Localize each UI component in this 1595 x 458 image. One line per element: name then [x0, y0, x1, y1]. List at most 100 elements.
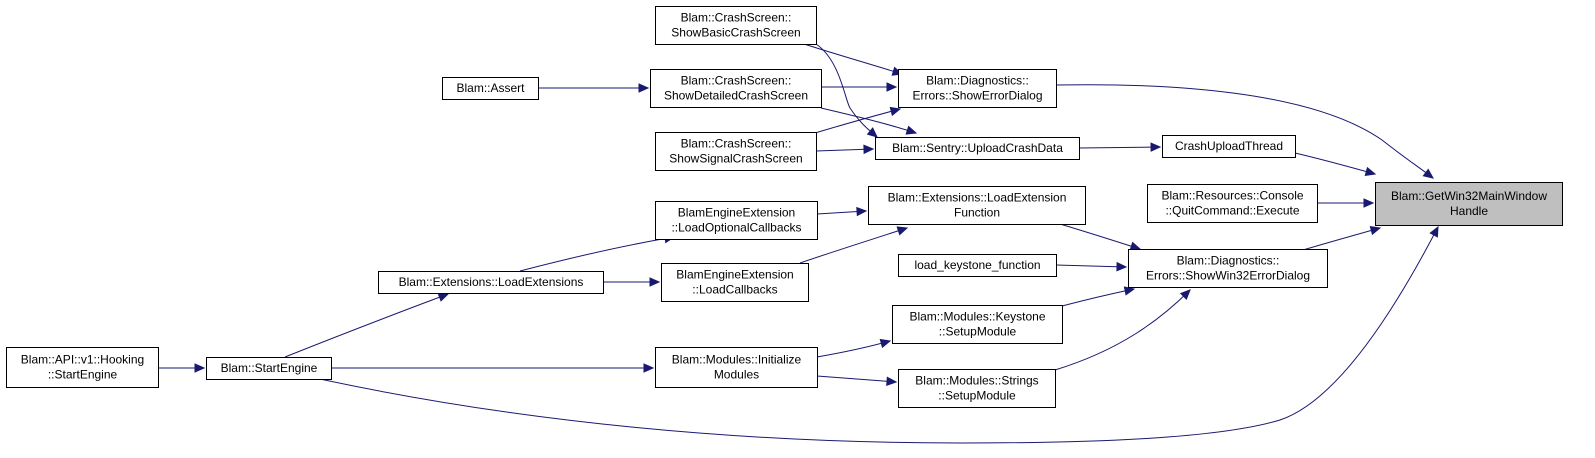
edge-startEngine-to-root	[319, 225, 1439, 444]
edge-showSignal-to-showErrorDialog	[814, 106, 902, 134]
edge-showErrorDialog-to-root	[1055, 84, 1434, 179]
node-assert[interactable]: Blam::Assert	[442, 77, 539, 100]
arrowhead-icon	[863, 144, 875, 155]
node-label: load_keystone_function	[914, 258, 1040, 272]
arrowhead-icon	[1422, 168, 1434, 179]
edge-startEngine-to-initializeModules	[331, 363, 655, 373]
edge-showBasic-to-uploadCrashData	[815, 43, 878, 138]
edge-loadKeystoneFunction-to-showWin32ErrorDialog	[1055, 261, 1128, 272]
arrowhead-icon	[1369, 225, 1382, 236]
arrowhead-icon	[879, 338, 892, 349]
edge-startEngine-to-loadExtensions	[284, 292, 450, 358]
node-box	[6, 347, 159, 388]
node-showErrorDialog[interactable]: Blam::Diagnostics::Errors::ShowErrorDial…	[898, 69, 1057, 108]
edge-showSignal-to-uploadCrashData	[815, 144, 875, 155]
node-label: Modules	[714, 368, 759, 382]
node-label: ::LoadCallbacks	[692, 283, 777, 297]
edge-crashUploadThread-to-root	[1294, 152, 1377, 177]
node-label: Blam::Modules::Strings	[915, 374, 1038, 388]
node-box	[378, 271, 604, 294]
node-label: Blam::CrashScreen::	[681, 74, 792, 88]
node-loadKeystoneFunction[interactable]: load_keystone_function	[898, 254, 1057, 277]
node-label: ShowBasicCrashScreen	[671, 26, 800, 40]
edge-showDetailed-to-uploadCrashData	[820, 107, 918, 135]
edge-initializeModules-to-stringsSetup	[816, 375, 898, 387]
node-label: Function	[954, 206, 1000, 220]
edge-line	[519, 236, 675, 272]
node-stringsSetup[interactable]: Blam::Modules::Strings::SetupModule	[898, 369, 1056, 408]
node-showDetailed[interactable]: Blam::CrashScreen::ShowDetailedCrashScre…	[650, 69, 822, 108]
edge-loadOptionalCallbacks-to-loadExtensionFunction	[816, 206, 868, 217]
node-box	[1375, 182, 1563, 226]
edge-showDetailed-to-showErrorDialog	[821, 82, 898, 92]
arrowhead-icon	[437, 292, 450, 302]
node-label: Blam::Assert	[456, 81, 525, 95]
node-crashUploadThread[interactable]: CrashUploadThread	[1162, 135, 1296, 158]
node-box	[655, 201, 818, 240]
edge-quitCommand-to-root	[1317, 198, 1375, 208]
node-label: ::QuitCommand::Execute	[1165, 204, 1299, 218]
arrowhead-icon	[194, 363, 206, 373]
arrowhead-icon	[905, 125, 918, 135]
node-showSignal[interactable]: Blam::CrashScreen::ShowSignalCrashScreen	[655, 132, 817, 171]
edge-uploadCrashData-to-crashUploadThread	[1078, 142, 1162, 152]
edge-loadCallbacks-to-loadExtensionFunction	[799, 226, 909, 264]
arrowhead-icon	[886, 376, 898, 387]
edge-line	[816, 375, 897, 383]
edge-line	[820, 107, 917, 134]
arrowhead-icon	[1429, 225, 1439, 238]
node-uploadCrashData[interactable]: Blam::Sentry::UploadCrashData	[875, 137, 1080, 160]
node-box	[1147, 184, 1318, 223]
node-loadExtensions[interactable]: Blam::Extensions::LoadExtensions	[378, 271, 604, 294]
node-quitCommand[interactable]: Blam::Resources::Console::QuitCommand::E…	[1147, 184, 1318, 223]
edge-line	[803, 43, 903, 75]
node-showWin32ErrorDialog[interactable]: Blam::Diagnostics::Errors::ShowWin32Erro…	[1128, 249, 1328, 288]
node-label: Blam::Extensions::LoadExtension	[888, 191, 1067, 205]
edge-initializeModules-to-keystoneSetup	[816, 338, 892, 358]
node-label: ShowDetailedCrashScreen	[664, 89, 808, 103]
node-label: Blam::Diagnostics::	[926, 74, 1029, 88]
node-box	[875, 137, 1080, 160]
node-loadOptionalCallbacks[interactable]: BlamEngineExtension::LoadOptionalCallbac…	[655, 201, 818, 240]
node-keystoneSetup[interactable]: Blam::Modules::Keystone::SetupModule	[892, 305, 1063, 344]
node-label: Blam::GetWin32MainWindow	[1391, 189, 1547, 203]
edge-line	[1055, 264, 1127, 268]
node-label: Blam::Sentry::UploadCrashData	[892, 141, 1063, 155]
node-label: Blam::Extensions::LoadExtensions	[399, 275, 584, 289]
node-box	[868, 186, 1086, 225]
edge-keystoneSetup-to-showWin32ErrorDialog	[1061, 286, 1136, 307]
edge-line	[815, 43, 878, 138]
arrowhead-icon	[889, 106, 902, 117]
edge-line	[1078, 146, 1161, 149]
node-box	[1162, 135, 1296, 158]
edge-line	[1059, 223, 1141, 250]
edge-line	[319, 226, 1439, 444]
edge-line	[1302, 227, 1381, 251]
node-hookingStartEngine[interactable]: Blam::API::v1::Hooking::StartEngine	[6, 347, 159, 388]
node-label: ::StartEngine	[48, 368, 118, 382]
arrowhead-icon	[643, 363, 655, 373]
edge-line	[1061, 288, 1135, 307]
node-label: Handle	[1450, 204, 1488, 218]
node-box	[898, 254, 1057, 277]
node-loadCallbacks[interactable]: BlamEngineExtension::LoadCallbacks	[661, 263, 809, 302]
arrowhead-icon	[649, 277, 661, 287]
edge-line	[799, 227, 908, 264]
edge-line	[815, 148, 874, 152]
node-label: Blam::Diagnostics::	[1177, 254, 1280, 268]
edge-line	[284, 293, 449, 358]
edge-loadExtensions-to-loadOptionalCallbacks	[519, 233, 676, 272]
node-showBasic[interactable]: Blam::CrashScreen::ShowBasicCrashScreen	[655, 6, 817, 45]
arrowhead-icon	[1116, 261, 1128, 272]
node-label: BlamEngineExtension	[678, 206, 795, 220]
edge-line	[1294, 152, 1376, 175]
node-startEngine[interactable]: Blam::StartEngine	[206, 357, 332, 380]
node-label: CrashUploadThread	[1175, 139, 1283, 153]
node-label: Blam::Modules::Keystone	[909, 310, 1045, 324]
arrowhead-icon	[866, 127, 878, 138]
edge-line	[1054, 289, 1191, 371]
node-box	[655, 347, 818, 388]
